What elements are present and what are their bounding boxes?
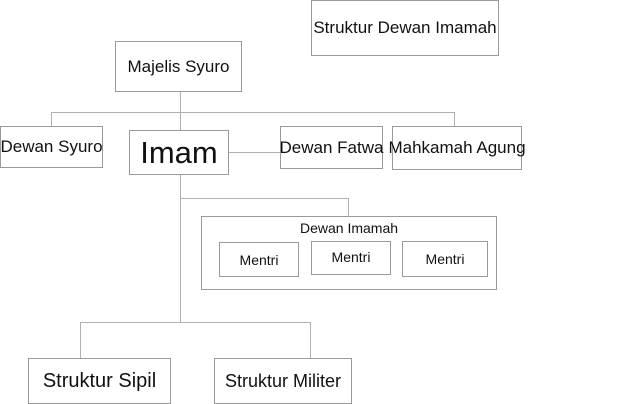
- connector-imam-fatwa: [229, 152, 280, 153]
- node-dewan-syuro: Dewan Syuro: [0, 126, 103, 168]
- dewan-imamah-label: Dewan Imamah: [299, 220, 399, 236]
- node-imam: Imam: [129, 130, 229, 175]
- diagram-title: Struktur Dewan Imamah: [311, 0, 499, 56]
- node-dewan-fatwa: Dewan Fatwa: [280, 126, 383, 169]
- connector-top-branch: [51, 112, 455, 113]
- node-majelis-syuro: Majelis Syuro: [115, 41, 242, 92]
- connector-sipil: [80, 322, 81, 358]
- connector-dewan-syuro: [51, 112, 52, 126]
- node-struktur-militer: Struktur Militer: [214, 358, 352, 404]
- node-mentri: Mentri: [402, 241, 488, 277]
- node-mahkamah-agung: Mahkamah Agung: [388, 126, 526, 170]
- node-struktur-sipil: Struktur Sipil: [28, 358, 171, 404]
- connector-imam-down: [180, 175, 181, 322]
- connector-dewan-imamah-branch: [180, 198, 349, 199]
- connector-dewan-imamah: [348, 198, 349, 216]
- connector-militer: [310, 322, 311, 358]
- connector-bottom-branch: [80, 322, 311, 323]
- connector-mahkamah: [454, 112, 455, 126]
- connector-majelis-down: [180, 92, 181, 130]
- node-mentri: Mentri: [219, 242, 299, 277]
- node-mentri: Mentri: [311, 241, 391, 275]
